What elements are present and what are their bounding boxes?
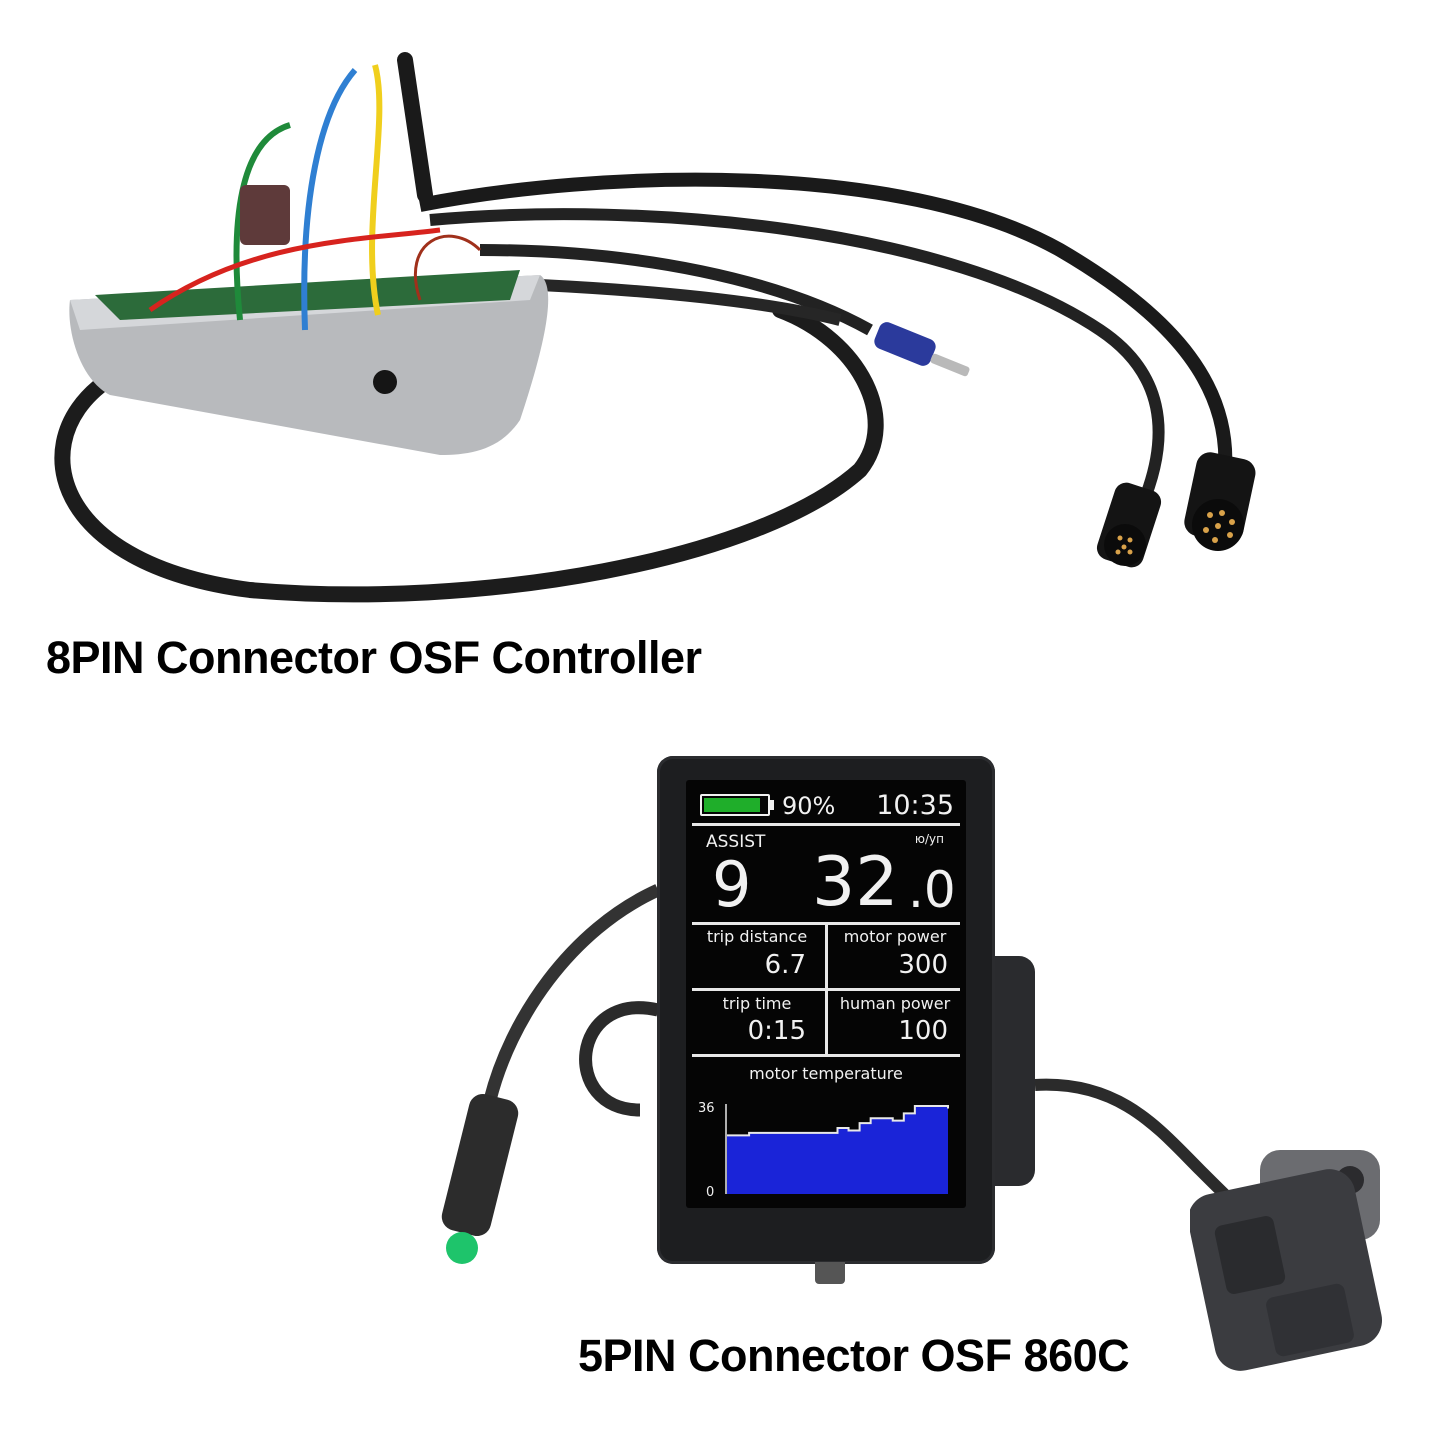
y-tick-min: 0 bbox=[706, 1185, 714, 1200]
speed-unit: ю/уп bbox=[914, 832, 944, 846]
assist-level: 9 bbox=[712, 848, 752, 921]
display-mount-tab bbox=[815, 1262, 845, 1284]
battery-tip bbox=[770, 800, 774, 810]
controller-caption: 8PIN Connector OSF Controller bbox=[46, 632, 702, 683]
trip-time-value: 0:15 bbox=[747, 1016, 806, 1046]
display-screen: 90% 10:35 ASSIST 9 ю/уп 32 .0 trip dista… bbox=[686, 780, 966, 1208]
controller-photo bbox=[54, 52, 1256, 603]
chart-line bbox=[727, 1105, 949, 1137]
motor-power-value: 300 bbox=[898, 950, 948, 980]
assist-label: ASSIST bbox=[706, 832, 766, 852]
human-power-label: human power bbox=[839, 994, 951, 1013]
battery-percent: 90% bbox=[782, 792, 836, 820]
human-power-value: 100 bbox=[898, 1016, 948, 1046]
y-tick-max: 36 bbox=[698, 1101, 715, 1116]
handlebar-remote bbox=[1190, 1150, 1383, 1371]
divider bbox=[692, 823, 960, 826]
trip-distance-label: trip distance bbox=[706, 927, 808, 946]
motor-temperature-title: motor temperature bbox=[749, 1064, 903, 1083]
divider bbox=[692, 988, 960, 991]
trip-time-label: trip time bbox=[722, 994, 792, 1013]
divider bbox=[692, 1054, 960, 1057]
chart-area bbox=[727, 1106, 948, 1194]
speed-value: 32 bbox=[812, 843, 899, 922]
trip-distance-value: 6.7 bbox=[764, 950, 806, 980]
battery-icon bbox=[700, 794, 770, 816]
speed-decimal: .0 bbox=[908, 861, 956, 919]
display-clamp bbox=[990, 956, 1035, 1186]
display-caption: 5PIN Connector OSF 860C bbox=[578, 1330, 1130, 1381]
clock: 10:35 bbox=[876, 790, 954, 821]
motor-temperature-chart: 36 0 bbox=[698, 1101, 949, 1200]
motor-power-label: motor power bbox=[843, 927, 947, 946]
